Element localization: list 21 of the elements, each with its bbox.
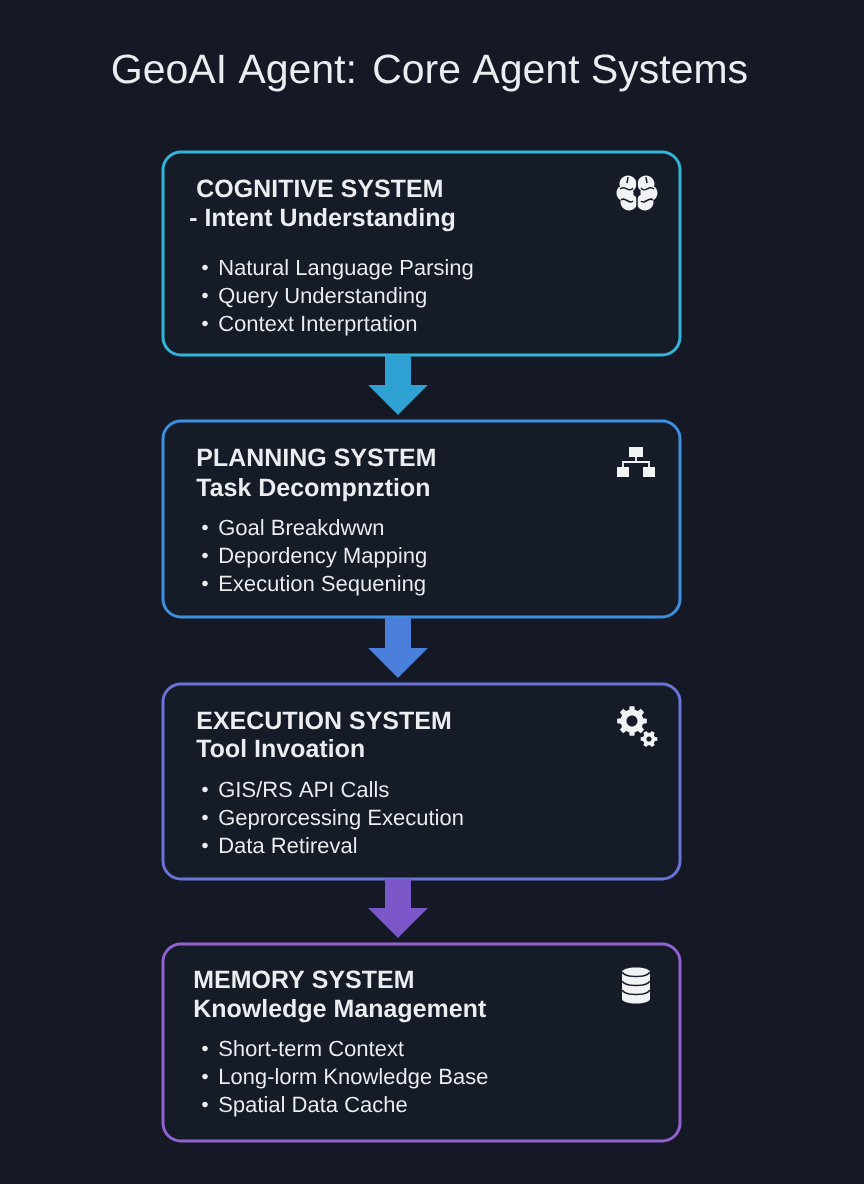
title: GeoAI Agent: Core Agent Systems <box>112 54 747 92</box>
bullet-item: Data Retireval <box>220 837 357 854</box>
box-subtitle: - Intent Understanding <box>190 207 455 232</box>
box-heading: COGNITIVE SYSTEM <box>197 179 442 198</box>
box-subtitle: Knowledge Management <box>194 998 486 1023</box>
bullet-item: Depordency Mapping <box>220 547 426 568</box>
bullet-item: Long-lorm Knowledge Base <box>220 1068 488 1089</box>
bullet-item: Geprorcessing Execution <box>219 809 463 830</box>
box-heading: MEMORY SYSTEM <box>194 970 413 989</box>
box-heading: PLANNING SYSTEM <box>197 448 435 467</box>
bullet-item: Natural Language Parsing <box>220 259 473 280</box>
box-heading: EXECUTION SYSTEM <box>197 711 451 730</box>
bullet-item: Query Understanding <box>219 287 426 308</box>
bullet-item: Short-term Context <box>219 1040 404 1057</box>
box-subtitle: Task Decompnztion <box>196 477 429 502</box>
box-subtitle: Tool Invoation <box>196 738 364 758</box>
bullet-item: Goal Breakdwwn <box>219 519 384 536</box>
bullet-item: Execution Sequening <box>220 575 425 596</box>
bullet-item: GIS/RS API Calls <box>219 781 389 798</box>
bullet-item: Spatial Data Cache <box>219 1096 407 1117</box>
bullet-item: Context Interprtation <box>219 315 417 336</box>
